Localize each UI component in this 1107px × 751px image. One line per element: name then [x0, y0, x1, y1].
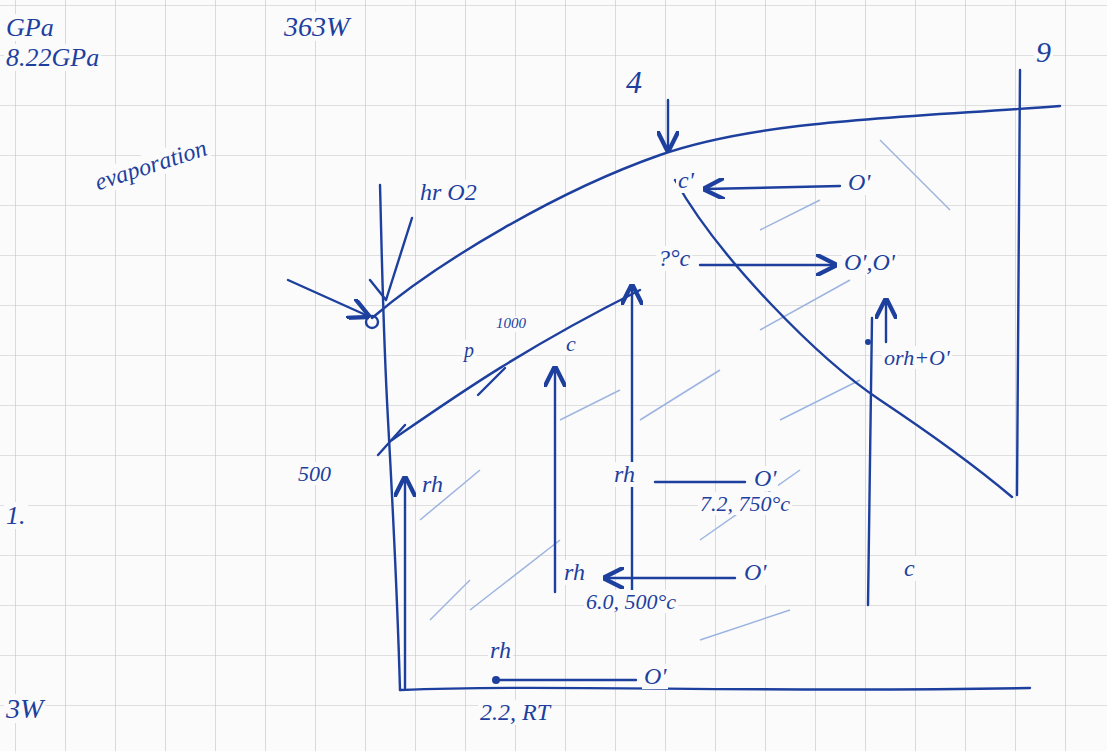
handwritten-label: 2.2, RT: [478, 700, 552, 725]
handwritten-label: O': [846, 170, 872, 195]
ink-lines: [288, 70, 1060, 690]
handwritten-label: 6.0, 500°c: [584, 590, 678, 613]
handwritten-label: c': [676, 168, 696, 193]
arrow: [700, 264, 835, 266]
handwritten-label: 363W: [282, 12, 351, 41]
arrow: [705, 186, 840, 189]
hatch: [640, 370, 720, 420]
tie-line: [500, 679, 636, 681]
point: [865, 339, 871, 345]
hatch: [430, 580, 470, 620]
handwritten-label: 3W: [4, 694, 45, 723]
isobar-curve: [392, 290, 640, 440]
handwritten-label: 4: [624, 66, 644, 100]
tick: [378, 368, 505, 455]
handwritten-label: 1.: [4, 502, 28, 529]
check-arrow: [370, 218, 412, 300]
bottom-line: [400, 688, 1030, 690]
hatch: [760, 200, 820, 230]
tie-line: [655, 481, 745, 483]
handwritten-label: c: [564, 332, 578, 355]
arrow: [631, 286, 633, 600]
handwritten-label: 7.2, 750°c: [698, 492, 792, 515]
point: [366, 316, 378, 328]
arrow: [885, 300, 887, 342]
hatch: [700, 610, 790, 640]
handwritten-label: 9: [1034, 36, 1053, 68]
arrow: [605, 577, 735, 579]
handwritten-label: GPa: [4, 14, 56, 41]
handwritten-label: hr O2: [418, 180, 479, 205]
handwritten-label: c: [902, 556, 917, 581]
handwritten-label: 8.22GPa: [4, 44, 101, 71]
handwritten-label: evaporation: [90, 135, 212, 196]
handwritten-label: rh: [612, 462, 637, 487]
arrow: [667, 100, 669, 150]
handwritten-label: 500: [296, 462, 333, 485]
vertical-line: [868, 318, 872, 605]
handwritten-label: orh+O': [882, 346, 952, 369]
handwritten-label: rh: [420, 472, 445, 497]
top-curve: [372, 106, 1060, 318]
handwritten-label: p: [462, 340, 476, 361]
hatch: [780, 380, 860, 420]
handwritten-label: O': [642, 664, 668, 689]
diagonal-curve: [675, 180, 1012, 497]
handwritten-label: O',O': [842, 250, 897, 275]
hatch: [880, 140, 950, 210]
handwritten-label: O': [742, 560, 768, 585]
arrow: [288, 280, 368, 316]
hatch: [560, 390, 620, 420]
hatching: [420, 140, 950, 640]
point: [492, 676, 500, 684]
hatch: [470, 540, 560, 610]
handwritten-label: 1000: [494, 316, 528, 332]
handwritten-label: rh: [488, 638, 513, 663]
right-line: [1017, 70, 1020, 495]
handwritten-label: ?°c: [656, 246, 692, 271]
hatch: [420, 470, 480, 520]
arrow: [554, 368, 556, 592]
handwritten-label: O': [752, 466, 778, 491]
handwritten-label: rh: [562, 560, 587, 585]
arrow: [404, 478, 406, 688]
